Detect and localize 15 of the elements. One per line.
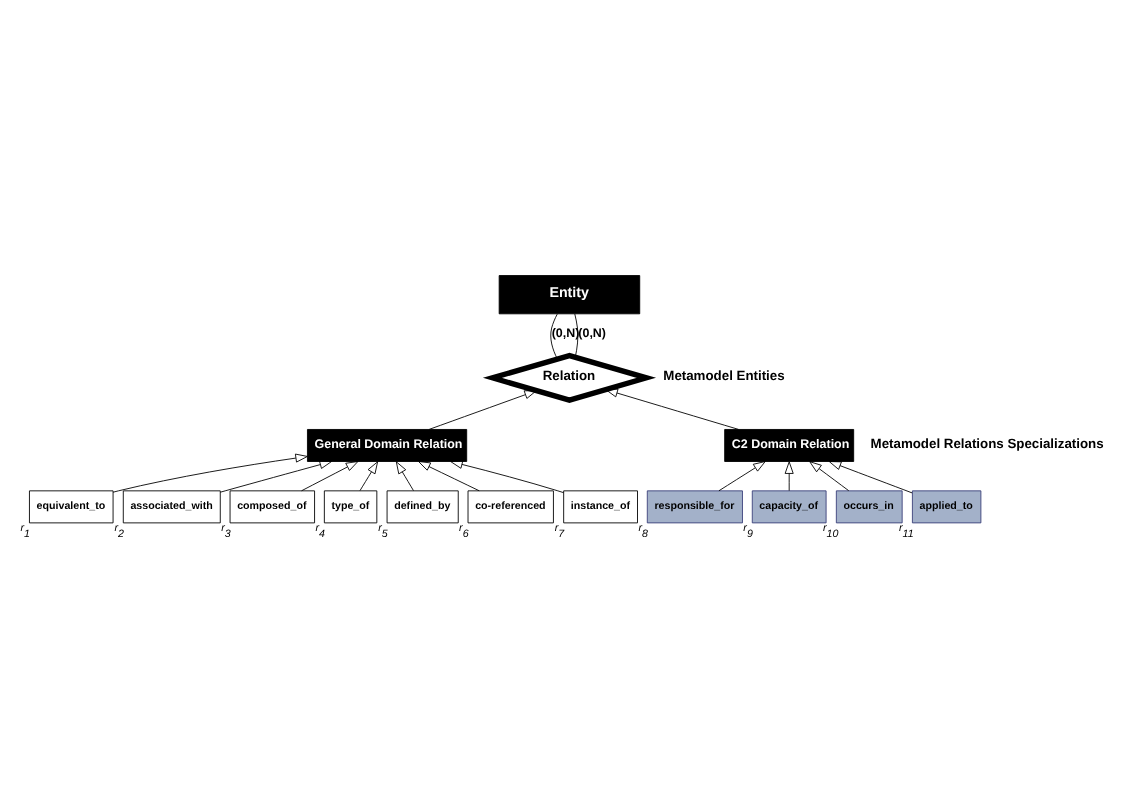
arrow: [418, 461, 480, 492]
arrow: [809, 461, 850, 492]
connector: [550, 313, 558, 360]
arrow: [301, 461, 359, 492]
arrow: [428, 390, 537, 430]
arrow: [359, 461, 379, 492]
arrow: [450, 460, 565, 494]
arrow: [828, 461, 913, 494]
arrow: [605, 388, 739, 430]
connector: [574, 313, 579, 358]
arrow: [395, 461, 414, 492]
arrow: [784, 461, 794, 492]
arrow: [718, 461, 766, 492]
arrow: [219, 460, 333, 493]
arrow: [112, 453, 308, 493]
